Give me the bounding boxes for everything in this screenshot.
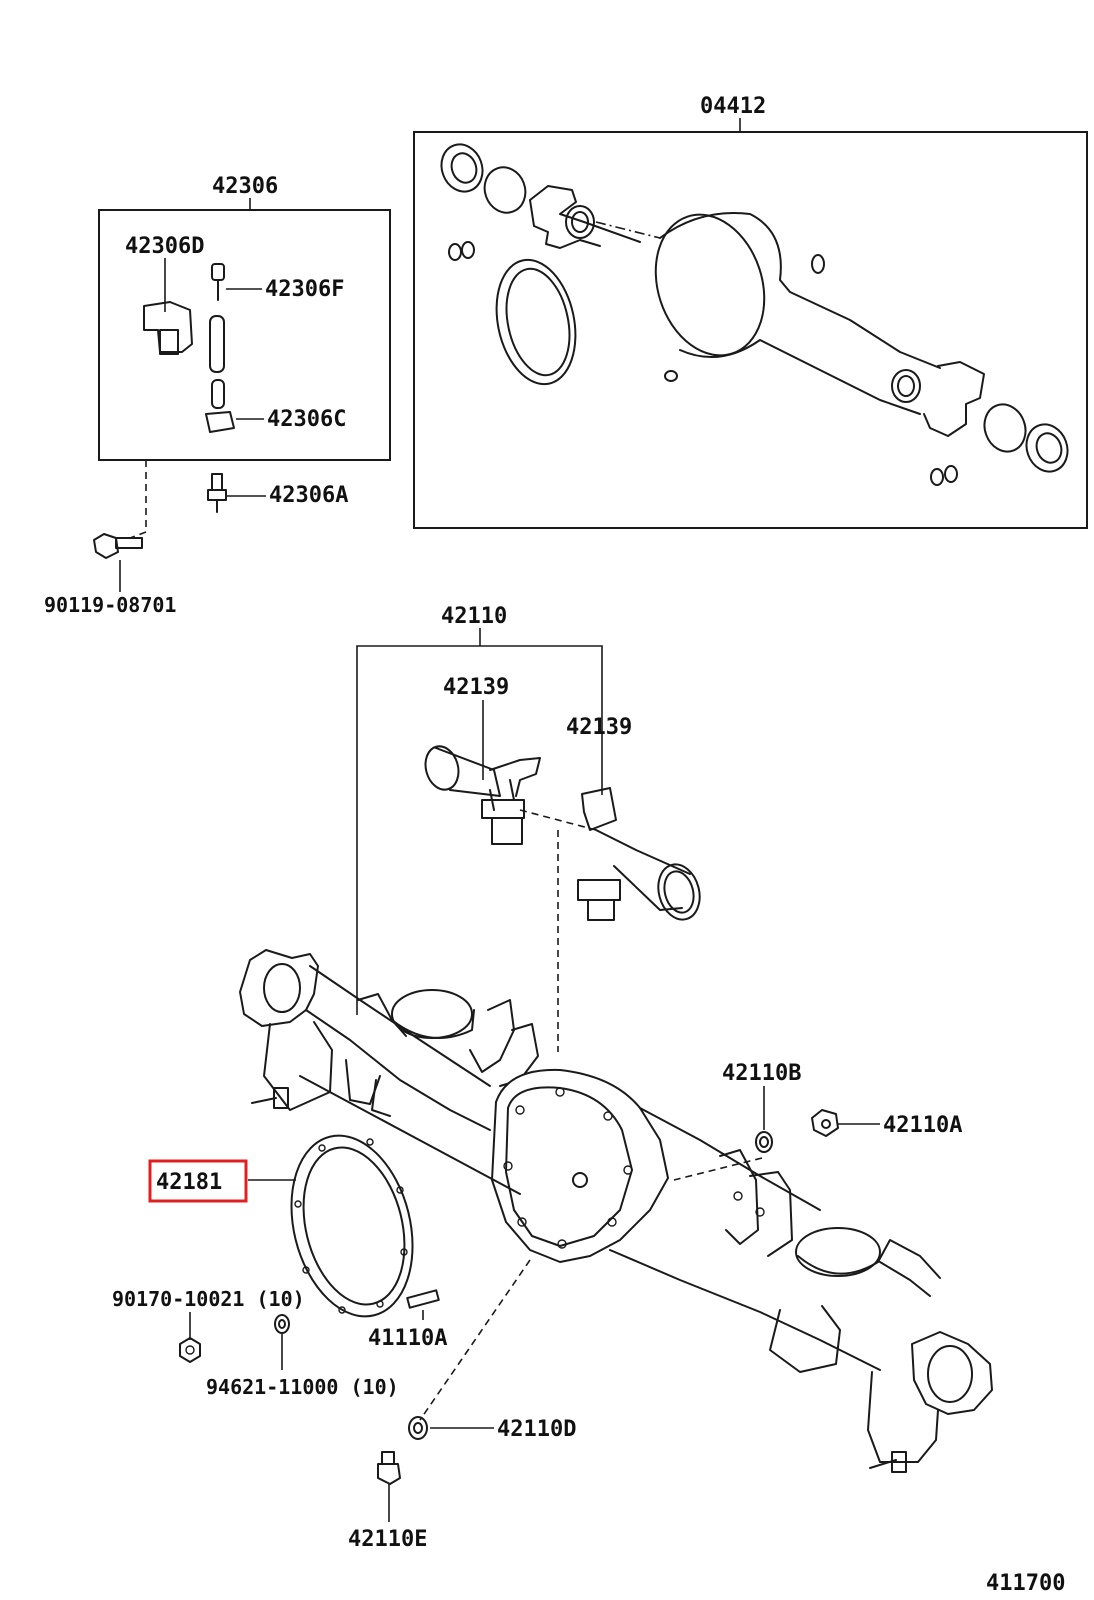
plug-42110E-drawing <box>377 1451 401 1485</box>
breather-hose-drawing <box>209 315 225 409</box>
dashed-link-42139 <box>519 809 597 831</box>
breather-union-42306A-drawing <box>207 473 227 513</box>
group-42306-box <box>98 209 391 461</box>
nuts-right-drawing <box>930 465 958 486</box>
carrier-gasket-drawing <box>495 258 577 386</box>
washer-94621-drawing <box>274 1314 290 1334</box>
label-42110E[interactable]: 42110E <box>348 1527 427 1552</box>
label-42110[interactable]: 42110 <box>441 604 507 629</box>
plug-42110A-drawing <box>811 1109 839 1137</box>
oil-seal-right-drawing <box>1025 423 1069 473</box>
o-ring-left-drawing <box>483 166 527 214</box>
label-90119-08701[interactable]: 90119-08701 <box>44 593 176 617</box>
label-42139-left[interactable]: 42139 <box>443 675 509 700</box>
breather-cap-42306F-drawing <box>211 263 225 301</box>
stud-41110A-drawing <box>406 1289 440 1309</box>
housing-gasket-outline-drawing <box>529 185 985 437</box>
kit-04412-box <box>413 131 1088 529</box>
highlight-box-42181 <box>148 1159 248 1203</box>
group-42110: 42110 42139 42139 <box>356 604 632 1015</box>
label-42306C[interactable]: 42306C <box>267 407 346 432</box>
breather-bracket-42306D-drawing <box>143 301 193 355</box>
axle-tube-bracket-left-drawing <box>424 745 541 845</box>
label-90170-10021[interactable]: 90170-10021 (10) <box>112 1287 305 1311</box>
label-42110A[interactable]: 42110A <box>883 1113 962 1138</box>
hose-clip-42306C-drawing <box>205 411 235 433</box>
group-42306: 42306 42306D 42306F 42306C <box>98 174 391 461</box>
label-04412[interactable]: 04412 <box>700 94 766 119</box>
nut-90170-drawing <box>179 1337 201 1363</box>
diagram-id: 411700 <box>986 1571 1065 1596</box>
dashed-link-42110B <box>673 1157 763 1181</box>
label-41110A[interactable]: 41110A <box>368 1326 447 1351</box>
nuts-left-drawing <box>448 241 475 261</box>
gasket-42110B-drawing <box>755 1131 773 1153</box>
label-94621-11000[interactable]: 94621-11000 (10) <box>206 1375 399 1399</box>
label-42306D[interactable]: 42306D <box>125 234 204 259</box>
axle-housing-drawing <box>239 949 993 1473</box>
label-42181[interactable]: 42181 <box>156 1170 222 1195</box>
dashed-link-42110D <box>419 1259 531 1421</box>
label-42139-right[interactable]: 42139 <box>566 715 632 740</box>
oil-seal-left-drawing <box>440 143 484 193</box>
kit-04412-group: 04412 <box>413 94 1088 529</box>
label-42306F[interactable]: 42306F <box>265 277 344 302</box>
label-42110D[interactable]: 42110D <box>497 1417 576 1442</box>
label-42110B[interactable]: 42110B <box>722 1061 801 1086</box>
label-42306[interactable]: 42306 <box>212 174 278 199</box>
label-42306A[interactable]: 42306A <box>269 483 348 508</box>
differential-cover-gasket-42181-drawing <box>290 1134 414 1318</box>
dashed-link-42306 <box>129 460 147 539</box>
axle-tube-bracket-right-drawing <box>577 787 701 921</box>
bolt-90119-drawing <box>93 533 143 559</box>
gasket-42110D-drawing <box>408 1416 428 1440</box>
o-ring-right-drawing <box>983 403 1027 453</box>
